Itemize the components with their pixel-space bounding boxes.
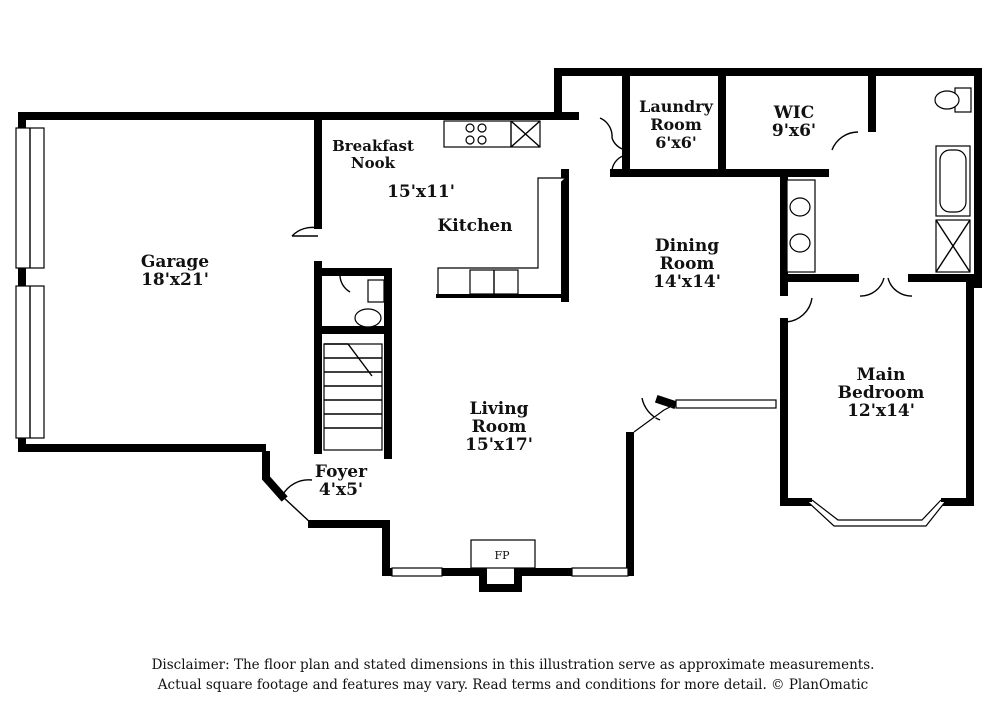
laundry-dims: 6'x6' (655, 133, 697, 152)
kitchen-dims: 15'x11' (387, 182, 455, 202)
garage-label: Garage 18'x21' (141, 253, 209, 289)
disclaimer: Disclaimer: The floor plan and stated di… (0, 655, 1000, 695)
living-dims: 15'x17' (465, 435, 533, 455)
breakfast-name: Breakfast (332, 137, 414, 155)
garage-windows (15, 127, 45, 439)
laundry-name: Laundry (639, 97, 713, 116)
breakfast-name2: Nook (350, 154, 396, 172)
dining-dims: 14'x14' (653, 272, 721, 292)
wic-label: WIC 9'x6' (772, 104, 816, 140)
stairs (323, 343, 383, 451)
garage-name: Garage (140, 252, 210, 272)
half-bath-fixtures (354, 279, 385, 328)
front-windows (391, 399, 777, 577)
main-bath-fixtures (786, 87, 972, 273)
doors (281, 117, 913, 525)
laundry-label: Laundry Room 6'x6' (639, 98, 713, 152)
fireplace-label: FP (494, 549, 510, 562)
living-name: Living (469, 399, 529, 419)
foyer-name: Foyer (314, 462, 368, 482)
laundry-name2: Room (650, 115, 702, 134)
living-room-label: Living Room 15'x17' (465, 400, 533, 454)
kitchen-fixtures (436, 120, 567, 298)
dining-label: Dining Room 14'x14' (653, 237, 721, 291)
disclaimer-line-1: Disclaimer: The floor plan and stated di… (151, 657, 875, 673)
main-bedroom-name2: Bedroom (837, 383, 925, 403)
breakfast-nook-label: Breakfast Nook (332, 138, 414, 172)
wic-name: WIC (773, 103, 815, 123)
kitchen-name: Kitchen (437, 216, 513, 236)
fireplace (470, 539, 536, 569)
main-bedroom-name: Main (856, 365, 906, 385)
main-bedroom-dims: 12'x14' (847, 401, 915, 421)
main-bedroom-label: Main Bedroom 12'x14' (838, 366, 925, 420)
bay-window (807, 499, 946, 527)
garage-dims: 18'x21' (141, 270, 209, 290)
dining-name2: Room (659, 254, 715, 274)
wic-dims: 9'x6' (771, 121, 817, 141)
foyer-dims: 4'x5' (318, 480, 364, 500)
dining-name: Dining (654, 236, 720, 256)
disclaimer-line-2: Actual square footage and features may v… (157, 677, 869, 693)
foyer-label: Foyer 4'x5' (315, 463, 367, 499)
interior-walls (314, 68, 979, 459)
living-name2: Room (471, 417, 527, 437)
